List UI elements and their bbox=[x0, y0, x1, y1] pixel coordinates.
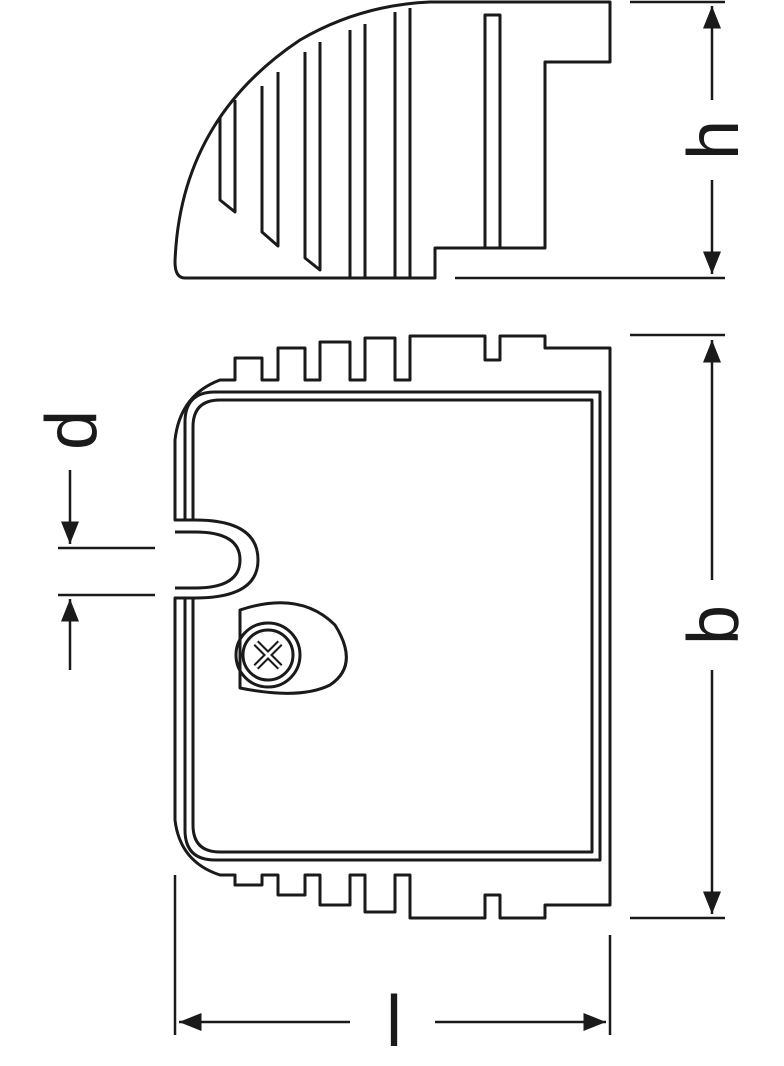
cover-inner bbox=[191, 398, 594, 854]
housing-outline bbox=[173, 334, 612, 920]
side-ribs bbox=[218, 8, 502, 278]
d-label: d bbox=[32, 410, 112, 450]
top-view: b d l bbox=[32, 333, 754, 1062]
cover-outer bbox=[183, 390, 602, 862]
h-label: h bbox=[674, 120, 754, 160]
b-label: b bbox=[674, 605, 754, 645]
side-view: h bbox=[173, 0, 754, 280]
side-profile-outline bbox=[173, 0, 612, 280]
screw-icon bbox=[234, 601, 348, 695]
cable-slot bbox=[175, 530, 242, 590]
l-label: l bbox=[386, 982, 402, 1062]
